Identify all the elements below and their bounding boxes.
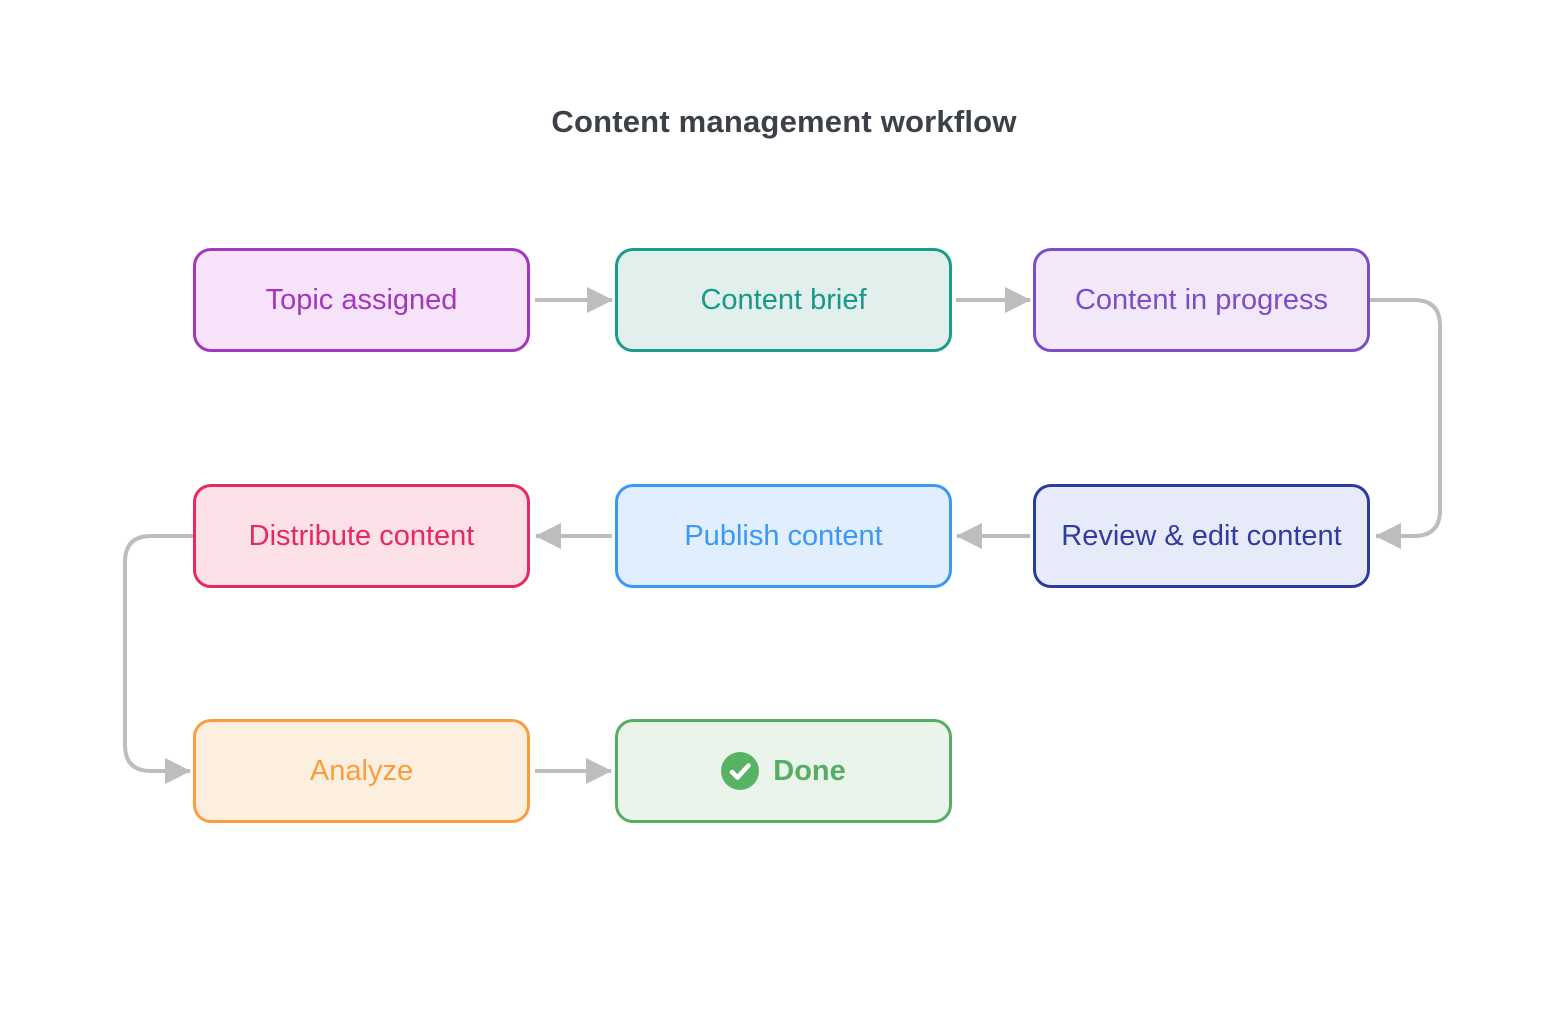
node-label: Distribute content [248, 519, 475, 552]
node-review-edit-content[interactable]: Review & edit content [1033, 484, 1370, 588]
node-topic-assigned[interactable]: Topic assigned [193, 248, 530, 352]
node-done[interactable]: Done [615, 719, 952, 823]
edge-distribute-to-analyze [123, 534, 193, 784]
node-label: Analyze [309, 754, 414, 787]
node-distribute-content[interactable]: Distribute content [193, 484, 530, 588]
node-label: Content in progress [1074, 283, 1329, 316]
edge-progress-to-review [1370, 298, 1442, 549]
node-publish-content[interactable]: Publish content [615, 484, 952, 588]
node-label: Publish content [684, 519, 883, 552]
node-content-in-progress[interactable]: Content in progress [1033, 248, 1370, 352]
node-label: Content brief [700, 283, 867, 316]
node-analyze[interactable]: Analyze [193, 719, 530, 823]
node-label: Review & edit content [1061, 519, 1342, 552]
node-content-brief[interactable]: Content brief [615, 248, 952, 352]
diagram-title: Content management workflow [551, 104, 1017, 139]
check-circle-icon [721, 752, 760, 790]
node-label: Topic assigned [265, 283, 458, 316]
node-label: Done [773, 754, 846, 787]
